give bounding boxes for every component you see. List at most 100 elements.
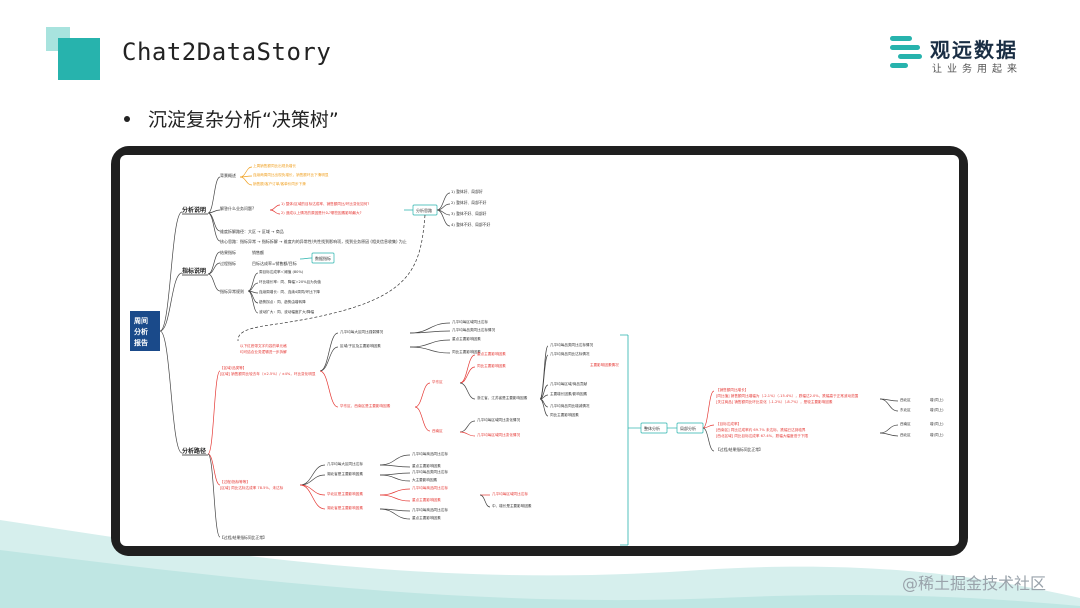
watermark: @稀土掘金技术社区 [902, 574, 1047, 593]
route-east: [区域] 销售额同比较去年（±2.5%）/ ±4%，环比变化明显 [220, 371, 316, 376]
tree-link [319, 370, 339, 408]
analysis-bg: 背景概述 [220, 172, 236, 178]
route-mid-sub: 浙江省、江苏省是主要影响因素 [477, 395, 528, 400]
metrics-process: 过程指标 [220, 260, 236, 266]
route-note: 均可结合业务逻辑进一步拆解 [240, 349, 287, 354]
tree-link [207, 176, 221, 214]
tree-link [207, 453, 221, 538]
tree-link [239, 166, 253, 178]
root-node-label: 报告 [134, 338, 148, 347]
metrics-process-val: 目标达成率=销售额/目标 [252, 260, 297, 266]
right-end: 【过程/结果指标同比正常】 [716, 447, 763, 452]
route-east-leaf: 几平均每区域同比达标 [452, 319, 488, 324]
route-south-leaf: 重点主要影响因素 [412, 497, 441, 502]
analysis-bg-item: 销售额/客户订单/客单价同步下滑 [253, 181, 306, 186]
route-mid-leaf: 重点主要影响因素 [477, 351, 506, 356]
decision-tree-mindmap: 周间分析报告分析说明指标说明分析路径背景概述上周销售额同比出现负增长连续两周同比… [130, 163, 944, 546]
analysis-idea-item: 3) 整体不好、局部好 [451, 211, 487, 216]
tree-link [879, 424, 899, 434]
root-link-route [159, 330, 183, 454]
tree-link [379, 494, 411, 502]
tree-link [459, 382, 476, 400]
tree-link [299, 484, 326, 496]
route-east-leaf: 几平均每品类同比达标情况 [452, 327, 496, 332]
tree-link [299, 257, 313, 260]
right-leaf-tail: 增(同上) [930, 421, 944, 426]
route-south-red: 几平均每区域同比达标 [492, 491, 528, 496]
tree-link [414, 406, 431, 432]
route-south: 【过程/指标等等】 [220, 479, 250, 484]
tree-link [247, 290, 259, 314]
tree-link [702, 390, 715, 429]
root-node [130, 311, 160, 351]
metrics-rule-item: 连续周增长：同、连续4周同/环比下降 [259, 289, 320, 294]
tree-link [379, 508, 411, 520]
tree-link [409, 346, 451, 354]
route-mid-leaf: 几平均商品同比达标情况 [550, 351, 590, 356]
tree-link [479, 494, 491, 508]
analysis-bg-item: 上周销售额同比出现负增长 [253, 163, 297, 168]
route-south-red: 中、增长是主要影响因素 [492, 503, 532, 508]
metrics-result: 结果指标 [220, 249, 236, 255]
route-mid-leaf: 同比主要影响因素 [477, 363, 506, 368]
analysis-core: 核心思路：指标异常 → 指标拆解 → 维度内的异常性/共性找到影响项，找到业务原… [220, 238, 407, 244]
route-south-sub: 华北区是主要影响因素 [327, 491, 363, 496]
analysis-bg-item: 连续两周同比出现负增长，销售额环比下滑明显 [253, 172, 329, 177]
tree-link [319, 346, 339, 372]
tree-link [299, 484, 326, 510]
right-main: 整体分析 [644, 425, 660, 431]
tree-link [207, 273, 221, 292]
tree-link [299, 464, 326, 486]
route-mid-leaf: 主要增长因素/影响因素 [550, 391, 588, 396]
tree-link [702, 427, 715, 452]
route-east-sub: 区域/子区及主要影响因素 [340, 343, 381, 348]
route-south: [区域] 同比达标达成率 78.5%，未达标 [220, 485, 284, 490]
tree-link [379, 454, 411, 466]
bullet-text: 沉淀复杂分析“决策树” [148, 109, 339, 131]
tree-link [459, 366, 476, 384]
tree-link [207, 209, 221, 214]
tree-link [459, 420, 476, 433]
route-south-leaf: 几平均每商品同比达标 [412, 507, 448, 512]
right-leaf: 东北区 [900, 407, 911, 412]
tree-link [379, 472, 411, 476]
right-red-detail2: [西南区] 同比达成率约 69.7% 未达标，跌幅已达到临界 [716, 427, 806, 432]
tree-link [247, 272, 259, 292]
bullet-dot-icon [124, 115, 130, 122]
teal-bracket-ticks [620, 334, 628, 546]
metrics-result-val: 销售额 [252, 249, 264, 255]
analysis-idea: 分析思路 [416, 207, 432, 213]
tree-link [436, 209, 451, 227]
tree-link [269, 209, 281, 215]
tree-link [409, 339, 451, 348]
tree-link [299, 474, 326, 486]
analysis-idea-item: 4) 整体不好、局部不好 [451, 222, 490, 227]
branch-metrics: 指标说明 [182, 267, 206, 275]
route-east-sub: 几平均每大区同比强弱情况 [340, 329, 384, 334]
tree-link [207, 212, 221, 242]
tree-link [459, 354, 476, 384]
tree-link [319, 332, 339, 372]
right-leaf: 西北区 [900, 397, 911, 402]
analysis-path: 维度拆解路径：大区 → 区域 → 商品 [220, 228, 284, 234]
brand-slogan: 让业务用起来 [932, 64, 1022, 75]
metrics-rule-item: 周目标达成率＜阈值 (80%) [259, 269, 304, 274]
brand-mark-icon [890, 36, 922, 68]
route-mid-leaf: 几平均每品类同比达标情况 [550, 342, 594, 347]
tree-link [379, 488, 411, 496]
right-leaf-tail: 增(同上) [930, 432, 944, 437]
route-mid-leaf: 几平均每区域同比变化情况 [477, 417, 521, 422]
right-red-detail: [同比值] 销售额同比增幅为（-2.1%）（-15.4%），跌幅达2.0%，跌幅… [716, 393, 859, 398]
route-mid: 华东区 [432, 379, 443, 384]
brand-name: 观远数据 [930, 38, 1018, 62]
tree-link [702, 424, 715, 429]
metrics-tag: 数据指标 [315, 255, 331, 261]
tree-link [207, 370, 221, 455]
analysis-question-item: 2) 造成以上情况的原因是什么?哪些因素影响最大? [281, 210, 362, 215]
analysis-idea-item: 1) 整体好、局部好 [451, 189, 483, 194]
decor-square-teal [58, 38, 100, 80]
dashed-link [237, 214, 426, 342]
tree-link [207, 251, 221, 275]
route-mid-leaf: 几平均每区域/商品贡献 [550, 381, 588, 386]
route-east: 【区域/品类等】 [220, 365, 246, 370]
